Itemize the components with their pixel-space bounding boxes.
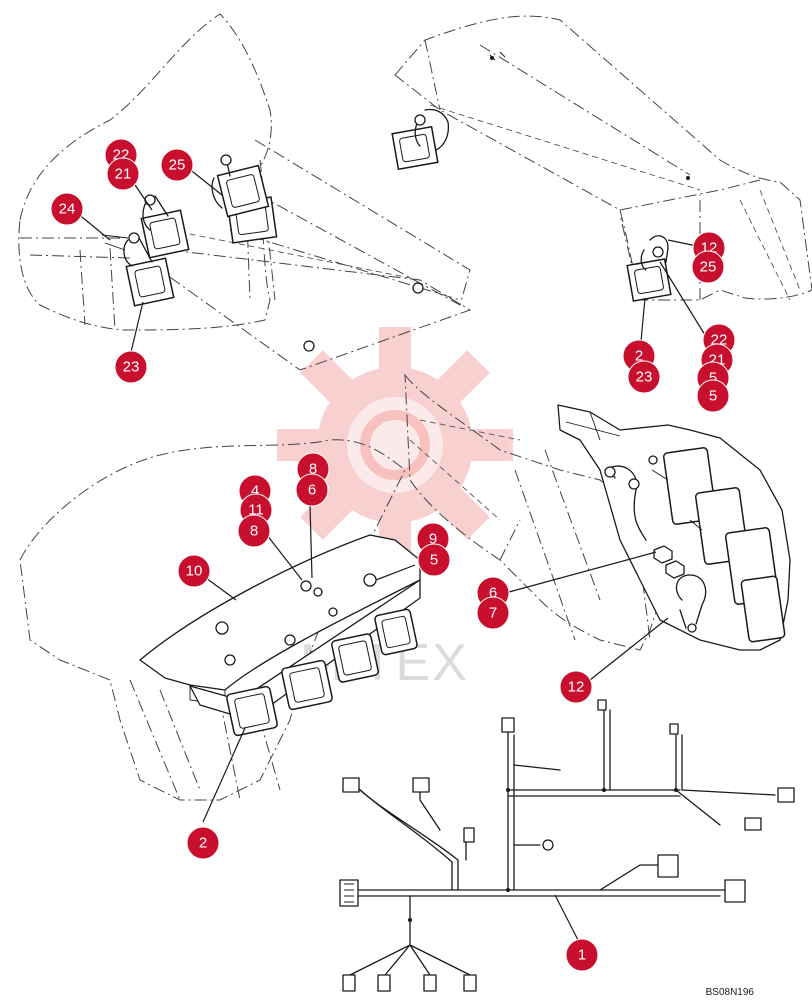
callout-top-right-25: 25 [691,250,725,284]
svg-text:25: 25 [169,157,186,174]
svg-text:7: 7 [489,605,497,622]
callout-harness-1: 1 [565,938,599,972]
top-left-assembly [18,13,472,371]
callout-top-left-25: 25 [160,148,194,182]
wire-harness [339,699,795,992]
svg-text:6: 6 [308,482,316,499]
callout-middle-12: 12 [559,670,593,704]
svg-text:6: 6 [489,585,497,602]
callout-middle-6a: 6 [295,473,329,507]
callout-middle-8b: 8 [237,514,271,548]
svg-text:10: 10 [186,563,203,580]
callout-middle-7: 7 [476,596,510,630]
watermark-logo [277,327,513,563]
svg-text:24: 24 [59,201,76,218]
callout-middle-5: 5 [417,543,451,577]
svg-text:2: 2 [199,835,207,852]
svg-text:21: 21 [115,166,132,183]
svg-text:2: 2 [635,348,643,365]
callout-top-right-23: 23 [627,360,661,394]
svg-text:11: 11 [248,502,264,519]
front-light-bar-assembly [19,439,421,823]
svg-text:9: 9 [429,531,437,548]
callout-middle-2: 2 [186,826,220,860]
svg-text:25: 25 [700,259,717,276]
svg-text:8: 8 [309,461,317,478]
callout-top-left-23: 23 [114,350,148,384]
figure-reference-code: BS08N196 [705,987,754,998]
callout-middle-10: 10 [177,554,211,588]
svg-text:5: 5 [709,370,717,387]
callout-top-right-5b: 5 [696,379,730,413]
right-bumper-assembly [404,373,791,681]
callout-top-left-21: 21 [106,157,140,191]
svg-text:8: 8 [250,523,258,540]
svg-text:1: 1 [578,947,586,964]
svg-text:5: 5 [430,552,438,569]
svg-text:5: 5 [709,388,717,405]
callout-top-left-24: 24 [50,192,84,226]
svg-text:23: 23 [123,359,140,376]
svg-text:4: 4 [251,483,259,500]
svg-text:12: 12 [568,679,585,696]
top-right-assembly [391,15,812,353]
svg-text:23: 23 [636,369,653,386]
